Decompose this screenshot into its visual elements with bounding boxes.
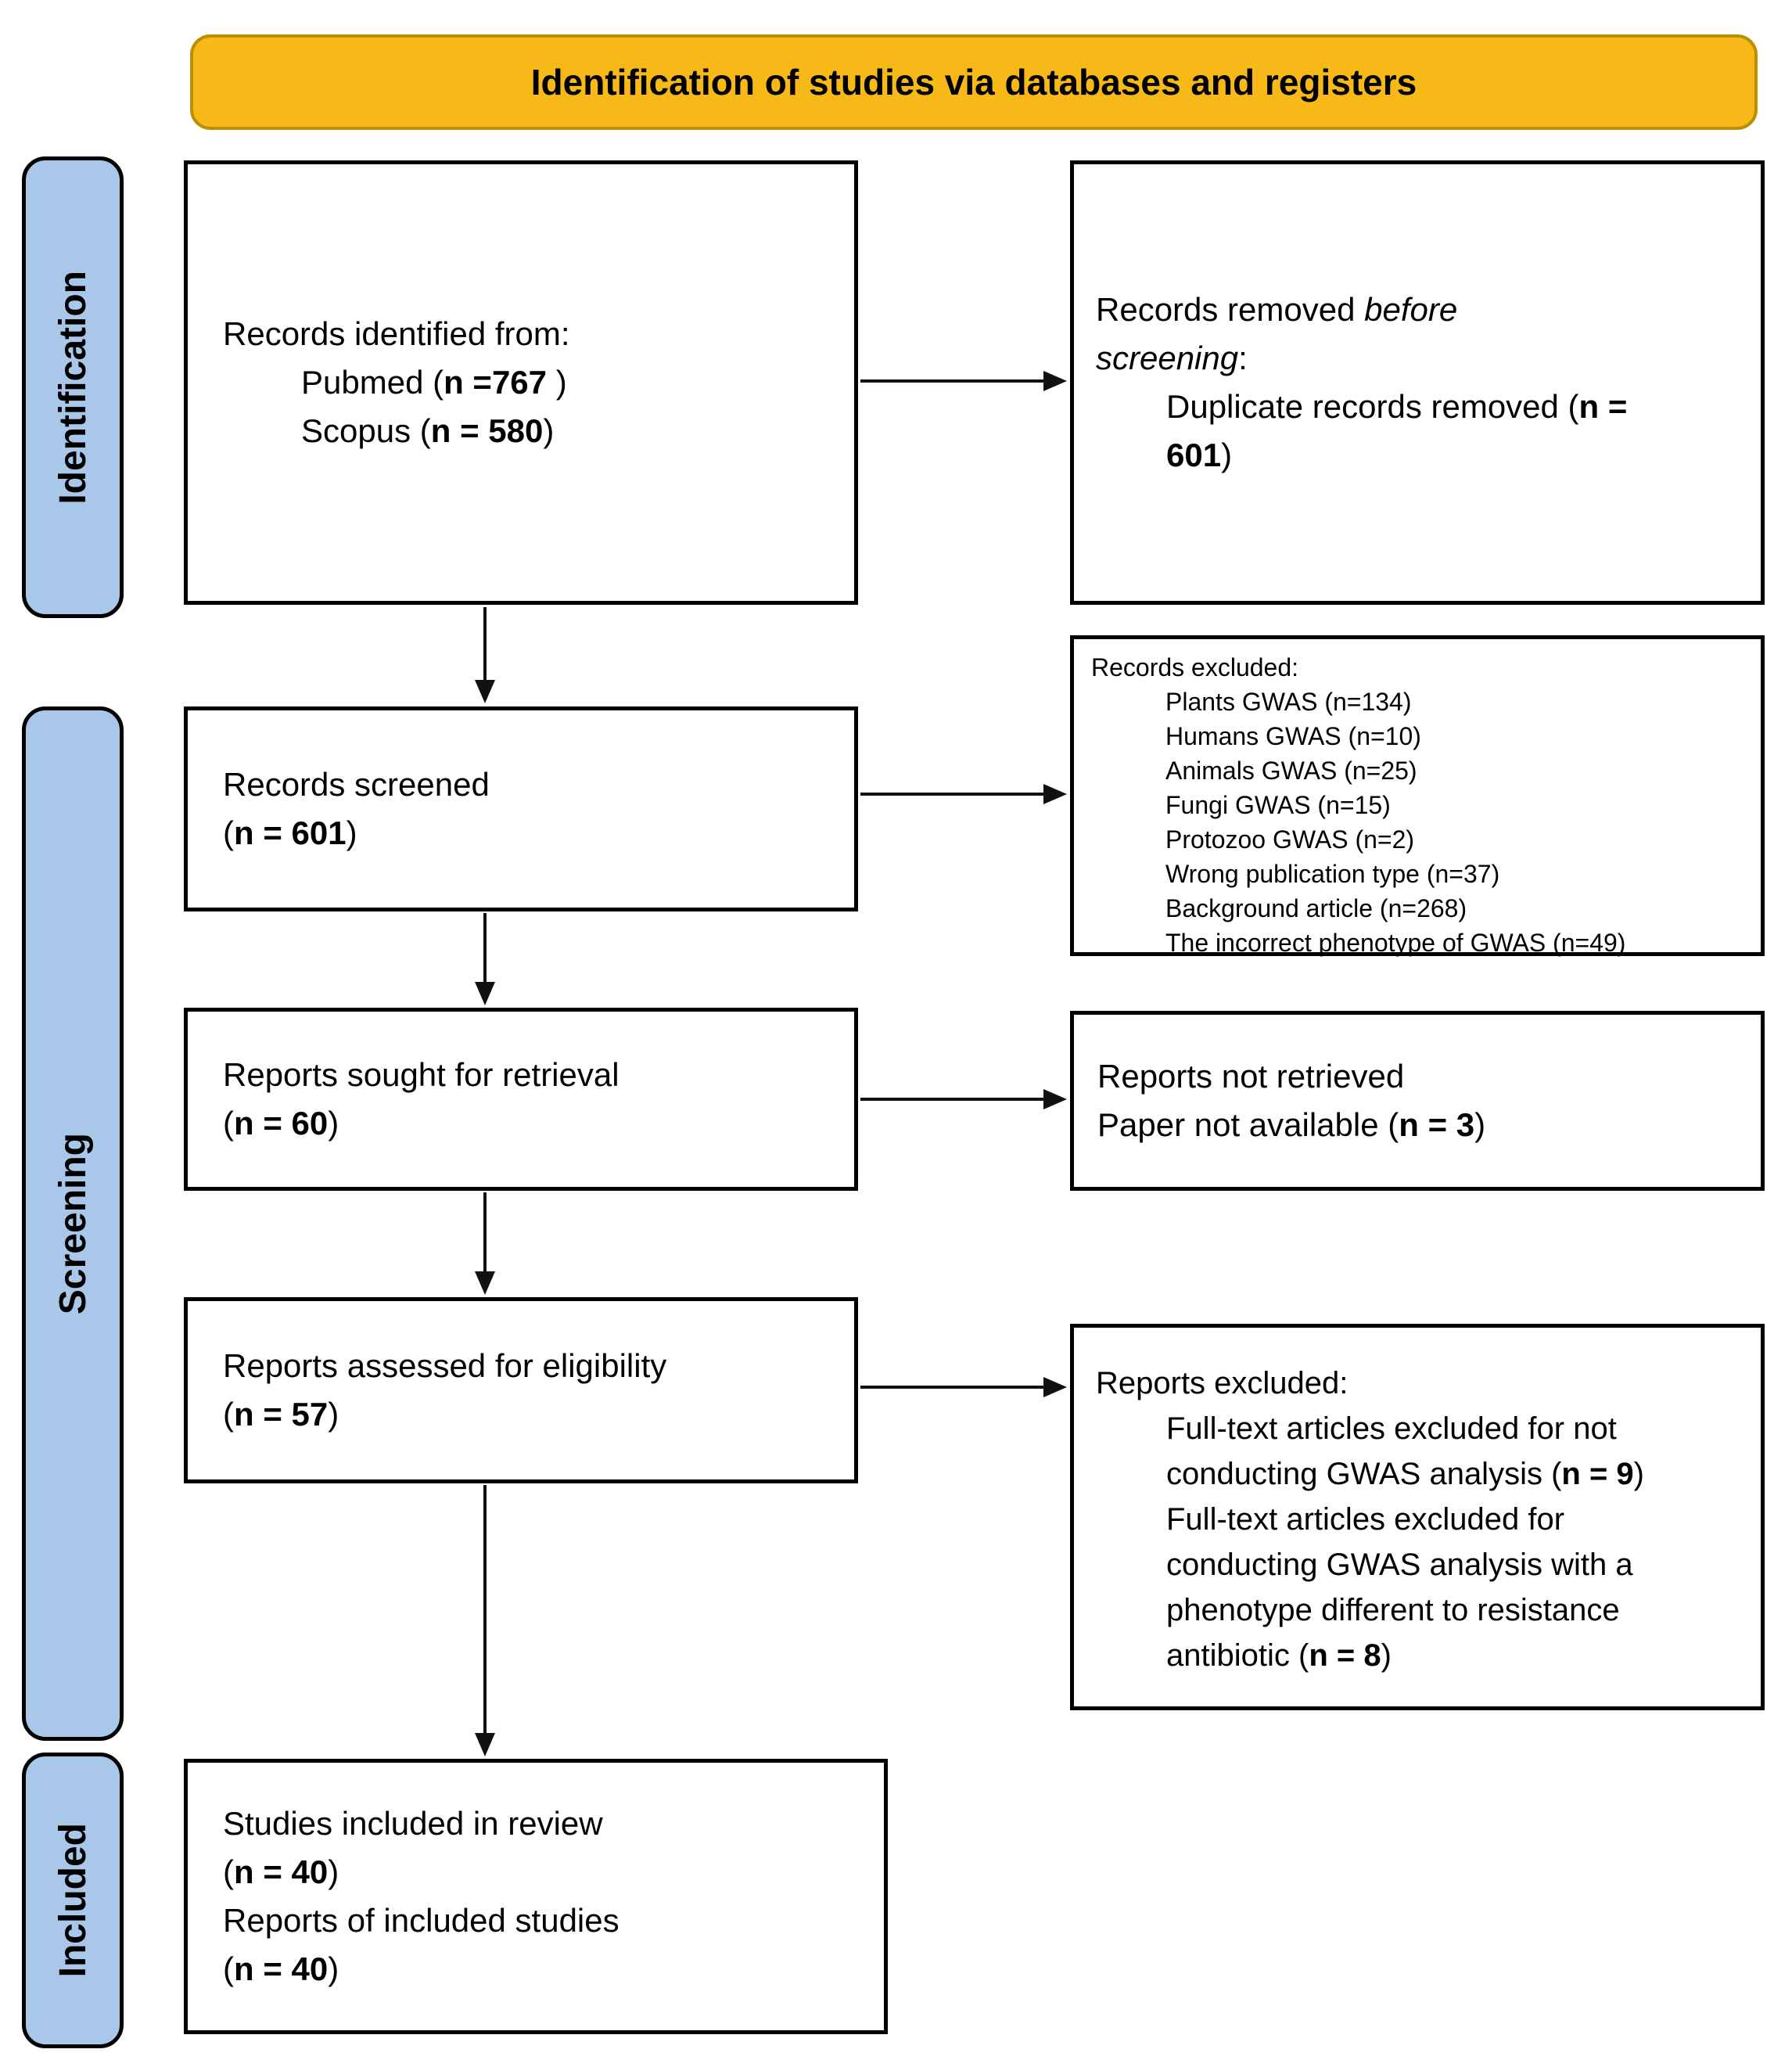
records-removed-duplicates: Duplicate records removed (n = 601) (1166, 388, 1628, 474)
studies-included-count2: (n = 40) (223, 1950, 339, 1988)
records-screened-title: Records screened (223, 765, 490, 803)
records-excluded-item: Fungi GWAS (n=15) (1165, 791, 1391, 819)
records-identified-pubmed: Pubmed (n =767 ) (301, 363, 567, 401)
records-excluded-title: Records excluded: (1091, 653, 1299, 681)
reports-excluded-title: Reports excluded: (1096, 1366, 1348, 1400)
arrow-screened-to-sought (475, 913, 495, 1005)
stage-label-included: Included (22, 1753, 124, 2048)
studies-included-count1: (n = 40) (223, 1853, 339, 1890)
reports-sought-count: (n = 60) (223, 1105, 339, 1141)
arrow-sought-to-assessed (475, 1192, 495, 1295)
reports-excluded-box: Reports excluded: Full-text articles exc… (1070, 1324, 1765, 1710)
stage-label-identification: Identification (22, 156, 124, 618)
reports-not-retrieved-box: Reports not retrieved Paper not availabl… (1070, 1011, 1765, 1191)
records-removed-box: Records removed before screening: Duplic… (1070, 160, 1765, 605)
records-excluded-item: The incorrect phenotype of GWAS (n=49) (1165, 929, 1626, 957)
stage-label-screening: Screening (22, 706, 124, 1741)
studies-included-line1: Studies included in review (223, 1804, 603, 1842)
records-identified-box: Records identified from: Pubmed (n =767 … (184, 160, 858, 605)
reports-sought-title: Reports sought for retrieval (223, 1055, 619, 1093)
reports-excluded-item: Full-text articles excluded for conducti… (1166, 1502, 1633, 1673)
reports-sought-box: Reports sought for retrieval (n = 60) (184, 1008, 858, 1191)
records-excluded-item: Protozoo GWAS (n=2) (1165, 825, 1415, 854)
records-screened-count: (n = 601) (223, 814, 357, 851)
records-removed-title: Records removed before screening: (1096, 290, 1458, 376)
records-excluded-item: Background article (n=268) (1165, 894, 1467, 922)
records-excluded-item: Animals GWAS (n=25) (1165, 757, 1417, 785)
studies-included-line2: Reports of included studies (223, 1902, 619, 1939)
records-excluded-item: Plants GWAS (n=134) (1165, 688, 1412, 716)
records-identified-title: Records identified from: (223, 315, 570, 352)
arrow-screened-to-excluded (860, 784, 1067, 804)
arrow-identified-to-screened (475, 607, 495, 703)
records-excluded-box: Records excluded: Plants GWAS (n=134) Hu… (1070, 635, 1765, 957)
reports-not-retrieved-line2: Paper not available (n = 3) (1097, 1106, 1486, 1143)
records-screened-box: Records screened (n = 601) (184, 706, 858, 911)
arrow-assessed-to-included (475, 1485, 495, 1756)
arrow-identified-to-removed (860, 371, 1067, 391)
reports-excluded-item: Full-text articles excluded for not cond… (1166, 1411, 1644, 1491)
arrow-assessed-to-reports-excluded (860, 1377, 1067, 1397)
reports-assessed-box: Reports assessed for eligibility (n = 57… (184, 1297, 858, 1483)
diagram-title: Identification of studies via databases … (530, 62, 1417, 102)
diagram-title-banner: Identification of studies via databases … (190, 34, 1758, 130)
reports-assessed-title: Reports assessed for eligibility (223, 1346, 667, 1384)
records-identified-scopus: Scopus (n = 580) (301, 412, 555, 450)
records-excluded-item: Wrong publication type (n=37) (1165, 860, 1500, 888)
arrow-sought-to-not-retrieved (860, 1089, 1067, 1109)
records-excluded-item: Humans GWAS (n=10) (1165, 722, 1421, 750)
reports-not-retrieved-line1: Reports not retrieved (1097, 1057, 1405, 1095)
reports-assessed-count: (n = 57) (223, 1396, 339, 1433)
studies-included-box: Studies included in review (n = 40) Repo… (184, 1759, 888, 2034)
